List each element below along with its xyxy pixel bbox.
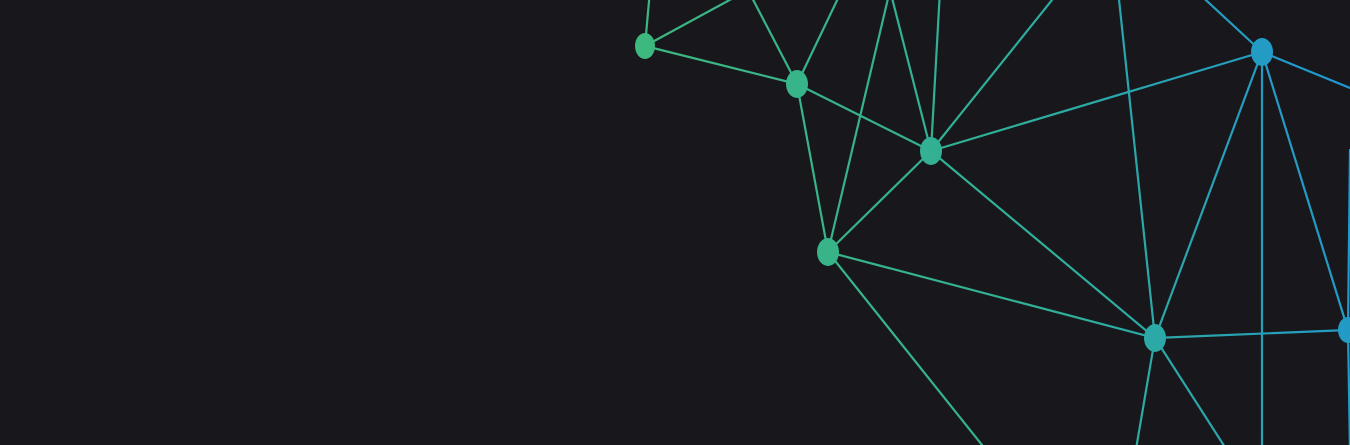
mesh-edge — [1117, 0, 1157, 340]
mesh-edge — [1260, 50, 1350, 90]
mesh-edge — [929, 0, 941, 153]
mesh-edge — [929, 0, 1054, 153]
mesh-node — [786, 70, 808, 98]
mesh-edge — [1204, 0, 1264, 54]
mesh-edge — [929, 149, 1157, 340]
mesh-edge — [826, 250, 984, 445]
mesh-edge — [795, 0, 839, 86]
mesh-edge — [1153, 336, 1225, 445]
mesh-node — [1144, 324, 1166, 352]
mesh-edge — [891, 0, 933, 153]
mesh-edge — [1260, 50, 1350, 332]
mesh-node — [1251, 38, 1273, 66]
mesh-node — [635, 33, 655, 59]
mesh-node — [1338, 317, 1350, 343]
mesh-edge — [643, 0, 732, 48]
mesh-edge — [1153, 328, 1350, 340]
mesh-edge — [795, 82, 830, 254]
mesh-edge — [643, 44, 799, 86]
mesh-edge — [826, 149, 933, 254]
mesh-node — [920, 137, 942, 165]
mesh-node — [817, 238, 839, 266]
mesh-edge — [1153, 50, 1264, 340]
mesh-edge — [1135, 336, 1157, 445]
mesh-edge — [751, 0, 799, 86]
mesh-edge — [826, 0, 889, 254]
mesh-edge — [795, 82, 933, 153]
mesh-edge — [929, 50, 1264, 153]
mesh-edge — [826, 250, 1157, 340]
